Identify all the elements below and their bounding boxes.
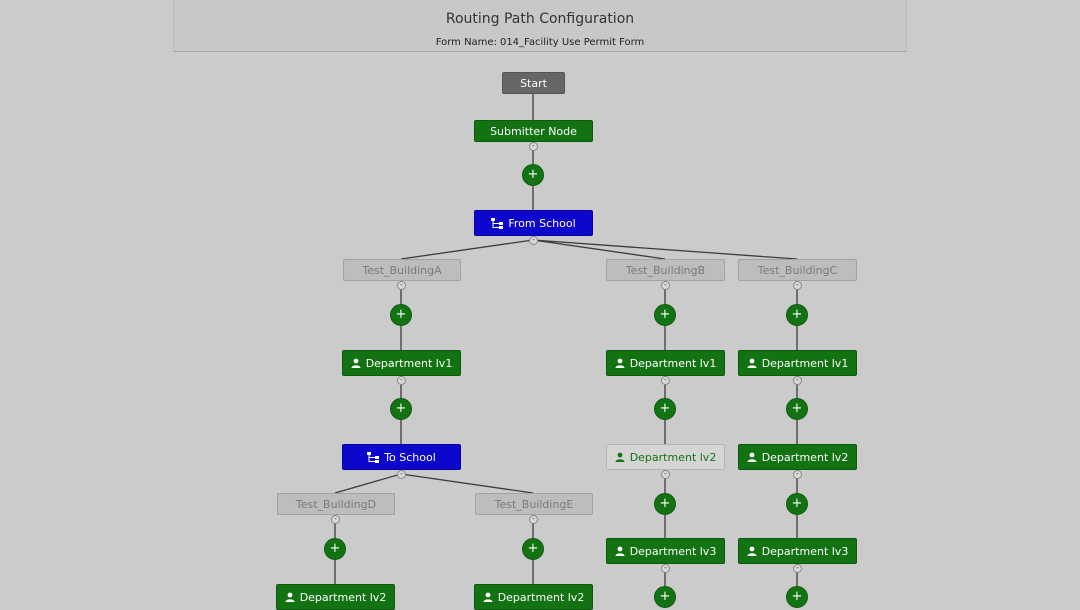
add-node-button[interactable]: + xyxy=(390,398,412,420)
collapse-toggle[interactable]: - xyxy=(529,142,538,151)
dept-c-lv2-node[interactable]: Department lv2 xyxy=(738,444,857,470)
dept-e-lv2-label: Department lv2 xyxy=(497,590,585,604)
dept-c-lv3-node[interactable]: Department lv3 xyxy=(738,538,857,564)
user-icon xyxy=(747,452,757,462)
add-node-button[interactable]: + xyxy=(654,304,676,326)
dept-a-lv1-label: Department lv1 xyxy=(365,356,453,370)
dept-e-lv2-node[interactable]: Department lv2 xyxy=(474,584,593,610)
to-school-node[interactable]: To School xyxy=(342,444,461,470)
start-node[interactable]: Start xyxy=(502,72,565,94)
collapse-toggle[interactable]: - xyxy=(793,376,802,385)
user-icon xyxy=(615,546,625,556)
user-icon xyxy=(483,592,493,602)
add-node-button[interactable]: + xyxy=(654,398,676,420)
dept-a-lv1-node[interactable]: Department lv1 xyxy=(342,350,461,376)
add-node-button[interactable]: + xyxy=(522,538,544,560)
from-school-label: From School xyxy=(508,216,576,230)
dept-b-lv1-label: Department lv1 xyxy=(629,356,717,370)
dept-d-lv2-node[interactable]: Department lv2 xyxy=(276,584,395,610)
user-icon xyxy=(747,546,757,556)
start-node-label: Start xyxy=(520,76,547,90)
building-d-node[interactable]: Test_BuildingD xyxy=(277,493,395,515)
dept-b-lv2-node[interactable]: Department lv2 xyxy=(606,444,725,470)
building-e-label: Test_BuildingE xyxy=(494,497,574,511)
collapse-toggle[interactable]: - xyxy=(661,281,670,290)
from-school-node[interactable]: From School xyxy=(474,210,593,236)
collapse-toggle[interactable]: - xyxy=(793,470,802,479)
sitemap-icon xyxy=(491,217,504,229)
form-name: Form Name:014_Facility Use Permit Form xyxy=(174,37,906,48)
add-node-button[interactable]: + xyxy=(324,538,346,560)
add-node-button[interactable]: + xyxy=(654,493,676,515)
page-title: Routing Path Configuration xyxy=(445,11,635,27)
collapse-toggle[interactable]: - xyxy=(661,470,670,479)
dept-b-lv3-label: Department lv3 xyxy=(629,544,717,558)
building-c-label: Test_BuildingC xyxy=(757,263,838,277)
building-e-node[interactable]: Test_BuildingE xyxy=(475,493,593,515)
dept-c-lv1-node[interactable]: Department lv1 xyxy=(738,350,857,376)
user-icon xyxy=(615,358,625,368)
add-node-button[interactable]: + xyxy=(786,304,808,326)
user-icon xyxy=(747,358,757,368)
header-panel: Routing Path Configuration Form Name:014… xyxy=(173,0,907,52)
collapse-toggle[interactable]: - xyxy=(793,564,802,573)
dept-c-lv1-label: Department lv1 xyxy=(761,356,849,370)
dept-d-lv2-label: Department lv2 xyxy=(299,590,387,604)
dept-b-lv1-node[interactable]: Department lv1 xyxy=(606,350,725,376)
collapse-toggle[interactable]: - xyxy=(529,515,538,524)
dept-c-lv2-label: Department lv2 xyxy=(761,450,849,464)
add-node-button[interactable]: + xyxy=(522,164,544,186)
building-a-node[interactable]: Test_BuildingA xyxy=(343,259,461,281)
user-icon xyxy=(285,592,295,602)
building-b-node[interactable]: Test_BuildingB xyxy=(606,259,725,281)
collapse-toggle[interactable]: - xyxy=(397,281,406,290)
collapse-toggle[interactable]: - xyxy=(529,236,538,245)
add-node-button[interactable]: + xyxy=(654,586,676,608)
dept-b-lv3-node[interactable]: Department lv3 xyxy=(606,538,725,564)
form-name-value: 014_Facility Use Permit Form xyxy=(499,37,645,48)
form-name-label: Form Name: xyxy=(435,37,497,48)
add-node-button[interactable]: + xyxy=(786,493,808,515)
sitemap-icon xyxy=(367,451,380,463)
collapse-toggle[interactable]: - xyxy=(661,564,670,573)
building-b-label: Test_BuildingB xyxy=(625,263,706,277)
collapse-toggle[interactable]: - xyxy=(397,470,406,479)
add-node-button[interactable]: + xyxy=(786,586,808,608)
dept-c-lv3-label: Department lv3 xyxy=(761,544,849,558)
collapse-toggle[interactable]: - xyxy=(331,515,340,524)
building-d-label: Test_BuildingD xyxy=(295,497,377,511)
collapse-toggle[interactable]: - xyxy=(397,376,406,385)
add-node-button[interactable]: + xyxy=(786,398,808,420)
building-a-label: Test_BuildingA xyxy=(362,263,442,277)
submitter-node-label: Submitter Node xyxy=(490,124,577,138)
submitter-node[interactable]: Submitter Node xyxy=(474,120,593,142)
user-icon xyxy=(351,358,361,368)
dept-b-lv2-label: Department lv2 xyxy=(629,450,717,464)
user-icon xyxy=(615,452,625,462)
add-node-button[interactable]: + xyxy=(390,304,412,326)
building-c-node[interactable]: Test_BuildingC xyxy=(738,259,857,281)
collapse-toggle[interactable]: - xyxy=(793,281,802,290)
to-school-label: To School xyxy=(384,450,436,464)
collapse-toggle[interactable]: - xyxy=(661,376,670,385)
